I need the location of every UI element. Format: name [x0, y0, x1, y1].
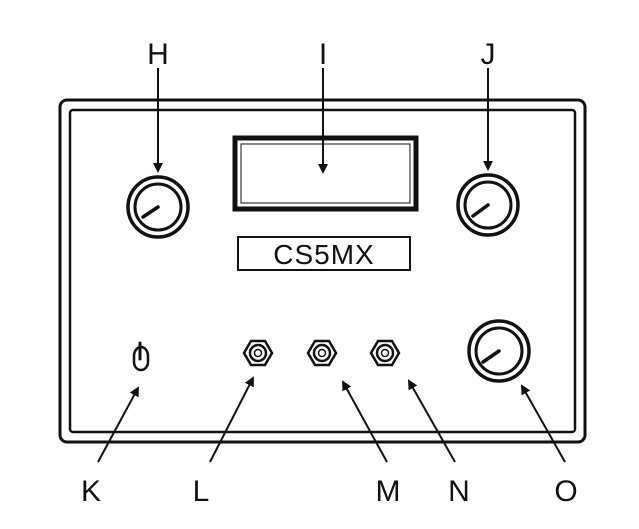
callout-o: O — [554, 475, 577, 508]
knob-o — [467, 319, 531, 383]
model-plate-frame — [237, 236, 411, 271]
leader-k — [97, 386, 139, 463]
connector-n-ring — [375, 343, 395, 363]
model-plate: CS5MX — [237, 236, 411, 271]
toggle-switch-body — [132, 345, 150, 372]
callout-m: M — [376, 475, 401, 508]
connector-n — [369, 339, 401, 367]
connector-l — [242, 339, 274, 367]
knob-o-pointer — [481, 349, 501, 364]
knob-h-inner — [133, 182, 183, 232]
connector-m — [306, 339, 338, 367]
connector-m-ring — [312, 343, 332, 363]
callout-h: H — [147, 38, 169, 71]
leader-m — [342, 380, 388, 463]
connector-l-ring — [248, 343, 268, 363]
knob-j — [456, 173, 520, 237]
connector-m-pin — [317, 348, 327, 358]
knob-h-pointer — [141, 205, 160, 219]
knob-o-inner — [474, 326, 524, 376]
knob-j-inner — [463, 180, 513, 230]
callout-j: J — [481, 38, 496, 71]
callout-i: I — [319, 38, 327, 71]
knob-j-pointer — [471, 203, 490, 218]
leader-lines — [97, 68, 566, 463]
leader-l — [209, 376, 254, 463]
callout-n: N — [448, 475, 470, 508]
knob-h — [126, 175, 190, 239]
leader-o — [521, 384, 566, 463]
leader-n — [408, 379, 456, 463]
display-glass — [240, 143, 411, 204]
display-window — [232, 135, 419, 212]
callout-labels: H I J K L M N O — [81, 38, 578, 508]
connector-l-pin — [253, 348, 263, 358]
callout-l: L — [193, 475, 210, 508]
toggle-switch-k — [132, 341, 150, 372]
display-frame — [232, 135, 419, 212]
callout-k: K — [81, 475, 101, 508]
connector-n-pin — [380, 348, 390, 358]
model-label: CS5MX — [273, 239, 374, 270]
